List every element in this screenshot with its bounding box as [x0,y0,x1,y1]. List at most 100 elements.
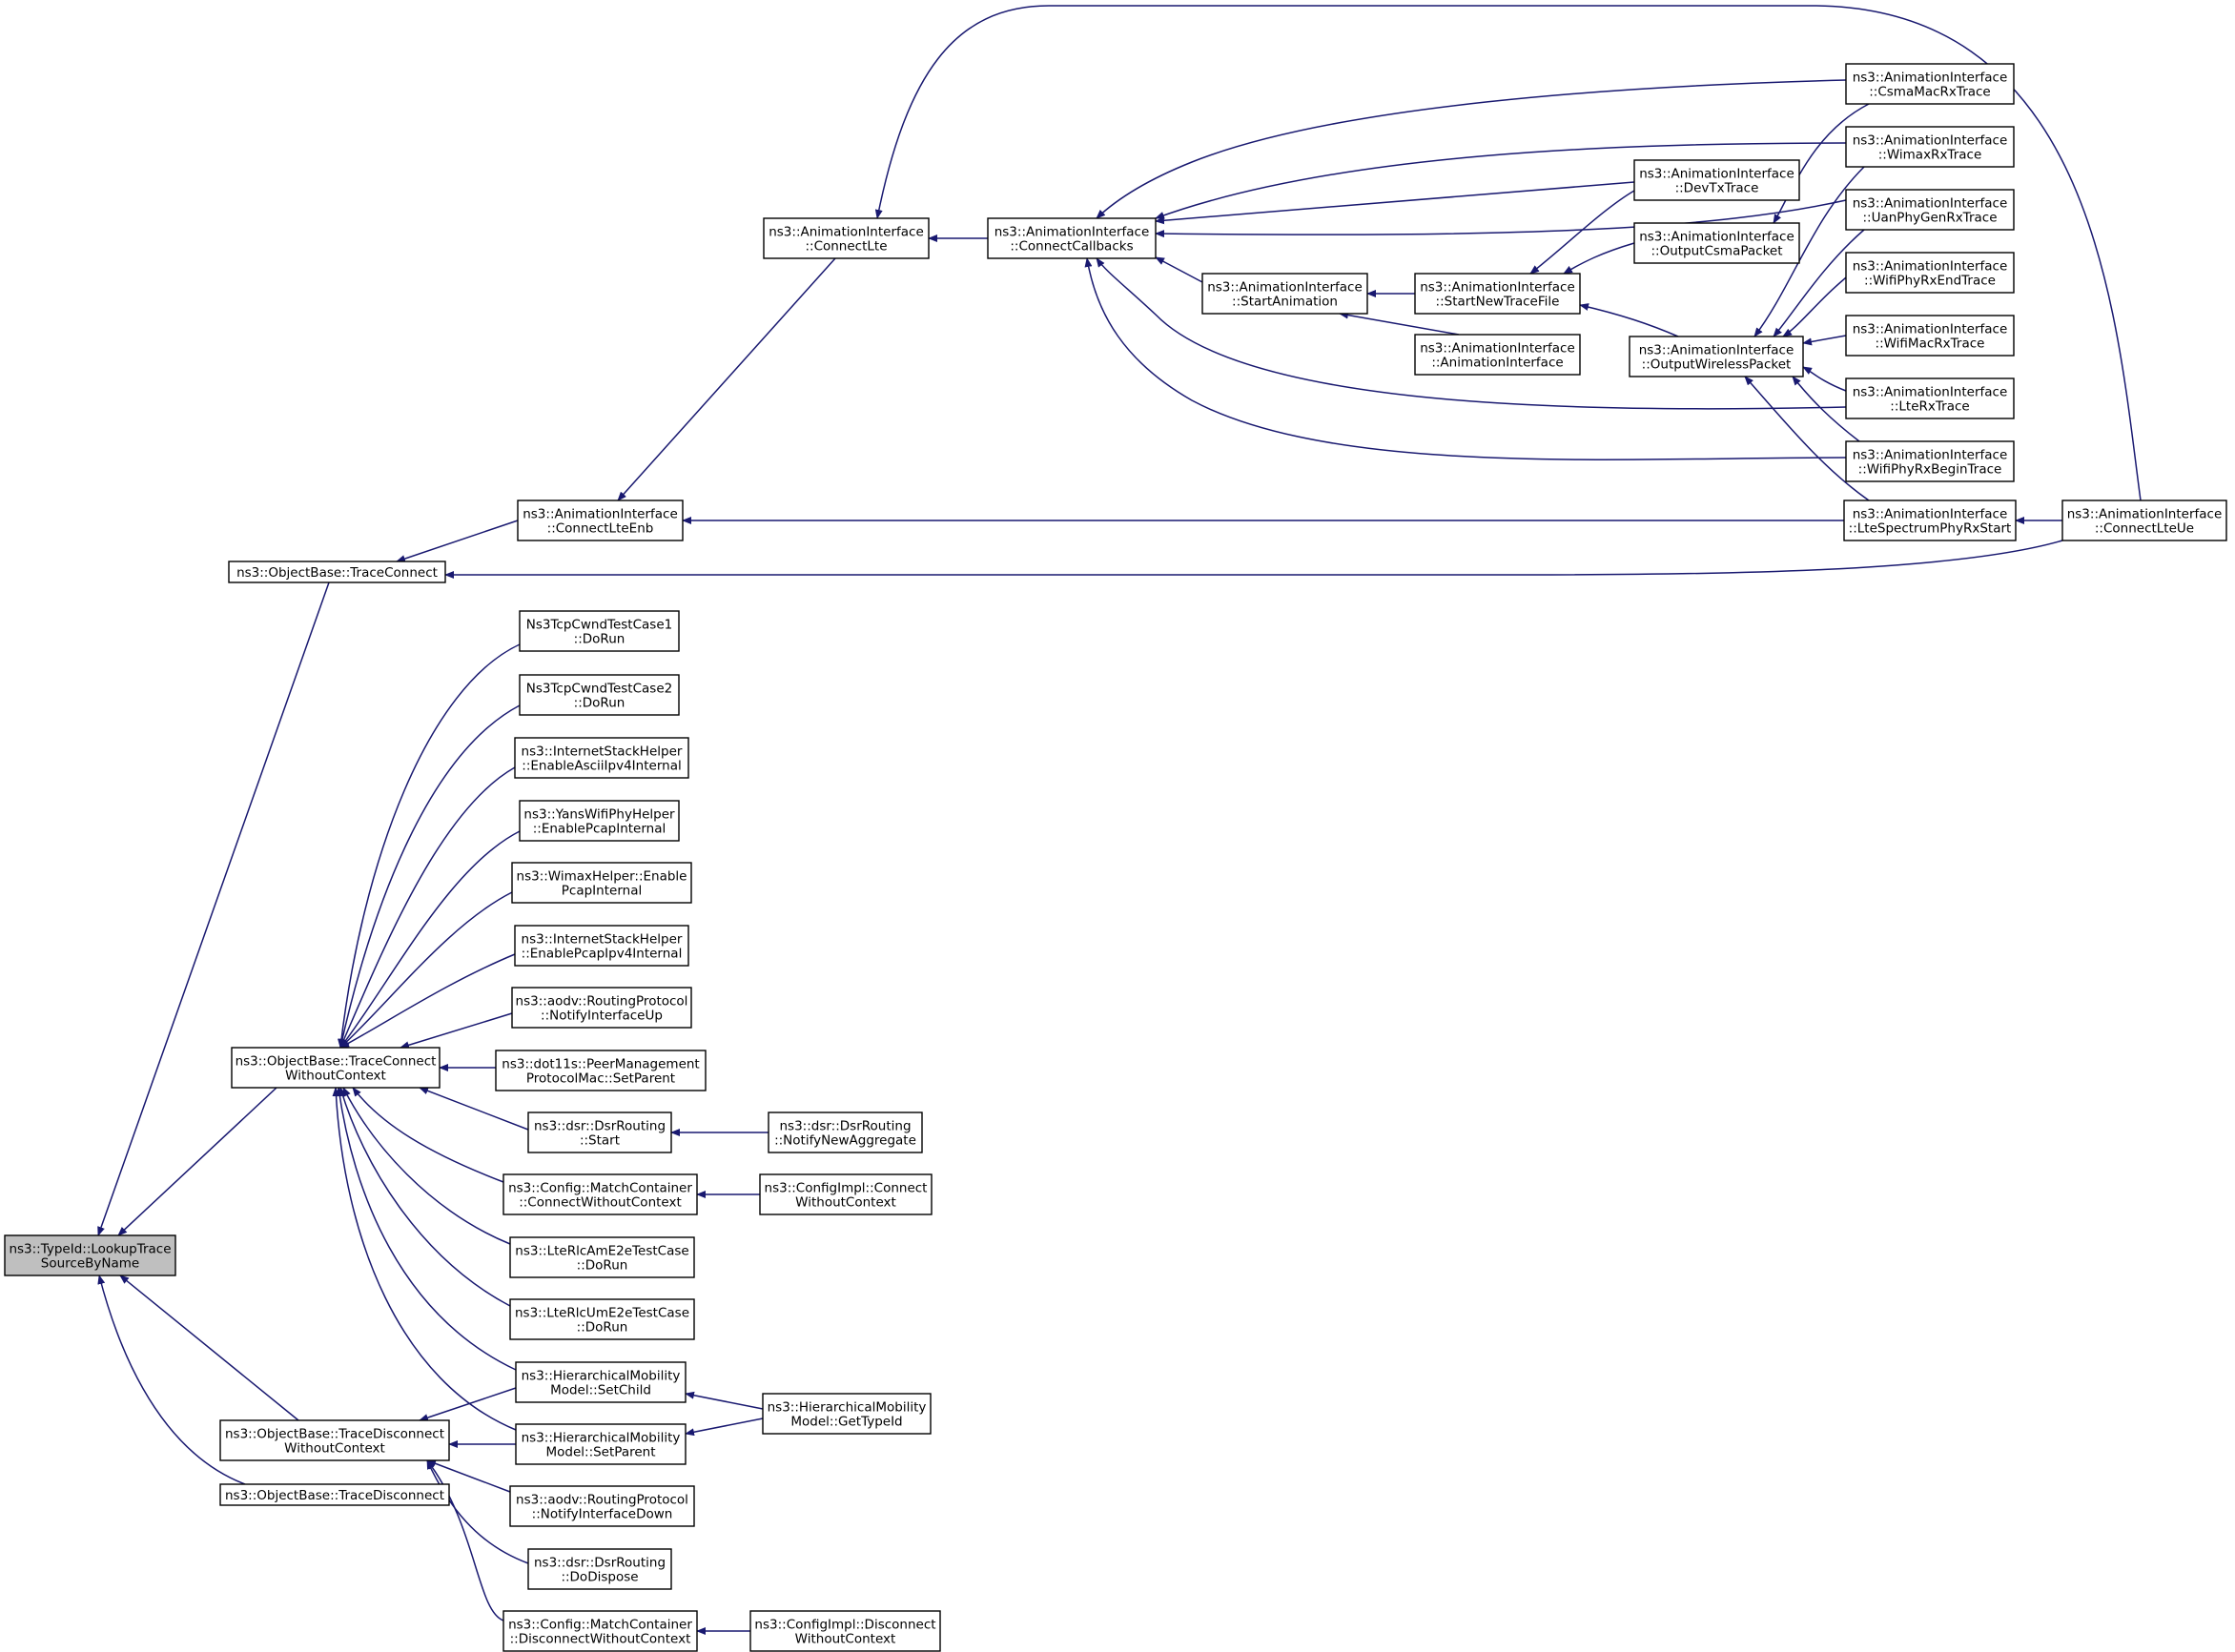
node-label-line: ns3::LteRlcUmE2eTestCase [515,1306,689,1321]
edge-aodvUp-to-traceConnectWC [400,1012,513,1050]
node-label-line: ns3::AnimationInterface [1853,71,2008,86]
node-box [768,1112,923,1153]
graph-node-lteRlcAm[interactable]: ns3::LteRlcAmE2eTestCase::DoRun [509,1236,695,1278]
node-box [515,1423,687,1465]
node-box [1845,377,2015,419]
node-label-line: ::DoRun [577,1258,628,1274]
edge-lteRx-to-outputWireless [1802,366,1847,392]
graph-node-dot11sSetParent[interactable]: ns3::dot11s::PeerManagementProtocolMac::… [495,1050,707,1091]
graph-node-startAnimation[interactable]: ns3::AnimationInterface::StartAnimation [1201,273,1368,315]
node-label-line: ns3::AnimationInterface [1853,196,2008,212]
node-box [1414,273,1581,315]
node-box [509,1298,695,1340]
node-label-line: ns3::InternetStackHelper [522,932,683,948]
node-label-line: ::WifiPhyRxEndTrace [1864,274,1996,289]
edge-yansPcap-to-traceConnectWC [339,830,521,1049]
node-label-line: ::ConnectWithoutContext [519,1195,682,1211]
graph-node-outputCsma[interactable]: ns3::AnimationInterface::OutputCsmaPacke… [1633,222,1800,264]
graph-node-dsrStart[interactable]: ns3::dsr::DsrRouting::Start [527,1112,672,1153]
node-label-line: WithoutContext [284,1441,385,1457]
node-label-line: ns3::HierarchicalMobility [522,1431,681,1446]
node-label-line: ns3::AnimationInterface [1639,167,1794,182]
graph-node-aodvUp[interactable]: ns3::aodv::RoutingProtocol::NotifyInterf… [511,987,692,1029]
graph-node-configImplConnectWC[interactable]: ns3::ConfigImpl::ConnectWithoutContext [759,1173,933,1215]
node-label-line: ns3::WimaxHelper::Enable [517,869,687,885]
graph-node-dsrNotifyNewAgg[interactable]: ns3::dsr::DsrRouting::NotifyNewAggregate [768,1112,923,1153]
graph-node-traceConnectWC[interactable]: ns3::ObjectBase::TraceConnectWithoutCont… [231,1047,441,1089]
edge-wimaxRx-to-connectCallbacks [1155,142,1847,219]
graph-node-wifiMacRx[interactable]: ns3::AnimationInterface::WifiMacRxTrace [1845,315,2015,357]
node-label-line: ::DoDispose [561,1570,638,1585]
node-label-line: ns3::AnimationInterface [2067,507,2223,522]
graph-node-traceConnect[interactable]: ns3::ObjectBase::TraceConnect [228,561,446,583]
node-label-line: ns3::Config::MatchContainer [508,1618,692,1633]
graph-node-connectLte[interactable]: ns3::AnimationInterface::ConnectLte [763,217,930,259]
graph-node-aodvDown[interactable]: ns3::aodv::RoutingProtocol::NotifyInterf… [509,1485,695,1527]
node-label-line: ::NotifyInterfaceUp [541,1009,663,1024]
node-box [231,1047,441,1089]
graph-node-wifiPhyRxBegin[interactable]: ns3::AnimationInterface::WifiPhyRxBeginT… [1845,440,2015,482]
node-label-line: Ns3TcpCwndTestCase1 [526,618,672,633]
graph-node-traceDisconnectWC[interactable]: ns3::ObjectBase::TraceDisconnectWithoutC… [219,1419,450,1461]
graph-node-tcpCwnd2[interactable]: Ns3TcpCwndTestCase2::DoRun [519,674,680,716]
graph-node-tcpCwnd1[interactable]: Ns3TcpCwndTestCase1::DoRun [519,610,680,652]
graph-node-outputWireless[interactable]: ns3::AnimationInterface::OutputWirelessP… [1629,336,1804,377]
graph-node-animCtor[interactable]: ns3::AnimationInterface::AnimationInterf… [1414,334,1581,376]
node-box [1414,334,1581,376]
node-box [4,1234,176,1276]
edge-enableAsciiIpv4-to-traceConnectWC [339,766,516,1049]
node-label-line: ns3::AnimationInterface [769,225,924,240]
node-box [1629,336,1804,377]
graph-node-wifiPhyRxEnd[interactable]: ns3::AnimationInterface::WifiPhyRxEndTra… [1845,252,2015,294]
node-label-line: WithoutContext [795,1195,896,1211]
graph-node-connectLteEnb[interactable]: ns3::AnimationInterface::ConnectLteEnb [517,500,684,541]
graph-node-hierGetTypeId[interactable]: ns3::HierarchicalMobilityModel::GetTypeI… [762,1393,932,1435]
node-label-line: ns3::ObjectBase::TraceDisconnect [225,1427,444,1442]
node-label-line: ns3::AnimationInterface [1853,259,2008,275]
graph-node-startNewTraceFile[interactable]: ns3::AnimationInterface::StartNewTraceFi… [1414,273,1581,315]
graph-node-wimaxRx[interactable]: ns3::AnimationInterface::WimaxRxTrace [1845,126,2015,168]
node-label-line: ::DevTxTrace [1675,181,1759,196]
graph-node-enablePcapIpv4[interactable]: ns3::InternetStackHelper::EnablePcapIpv4… [514,925,689,967]
graph-node-devTxTrace[interactable]: ns3::AnimationInterface::DevTxTrace [1633,159,1800,201]
graph-node-lteRx[interactable]: ns3::AnimationInterface::LteRxTrace [1845,377,2015,419]
node-label-line: ::CsmaMacRxTrace [1869,85,1991,100]
graph-node-enableAsciiIpv4[interactable]: ns3::InternetStackHelper::EnableAsciiIpv… [514,737,689,779]
graph-node-wimaxPcap[interactable]: ns3::WimaxHelper::EnablePcapInternal [511,862,692,904]
graph-node-uanPhyGenRx[interactable]: ns3::AnimationInterface::UanPhyGenRxTrac… [1845,189,2015,231]
node-box [1845,126,2015,168]
node-label-line: ns3::dot11s::PeerManagement [502,1057,699,1072]
node-label-line: WithoutContext [795,1632,896,1647]
node-label-line: ns3::LteRlcAmE2eTestCase [515,1244,688,1259]
node-box [1633,159,1800,201]
node-label-line: ::ConnectLteUe [2095,521,2194,537]
graph-node-yansPcap[interactable]: ns3::YansWifiPhyHelper::EnablePcapIntern… [519,800,680,842]
edge-outputCsma-to-startNewTraceFile [1563,242,1635,275]
node-box [762,1393,932,1435]
graph-node-hierSetParent[interactable]: ns3::HierarchicalMobilityModel::SetParen… [515,1423,687,1465]
edge-matchConnectWC-to-traceConnectWC [352,1087,504,1183]
graph-node-connectCallbacks[interactable]: ns3::AnimationInterface::ConnectCallback… [987,217,1157,259]
graph-node-lteRlcUm[interactable]: ns3::LteRlcUmE2eTestCase::DoRun [509,1298,695,1340]
node-label-line: ns3::aodv::RoutingProtocol [516,1493,688,1508]
graph-node-csmaMacRx[interactable]: ns3::AnimationInterface::CsmaMacRxTrace [1845,63,2015,105]
node-box [509,1485,695,1527]
graph-node-lteSpectrum[interactable]: ns3::AnimationInterface::LteSpectrumPhyR… [1843,500,2017,541]
graph-node-matchDisconnectWC[interactable]: ns3::Config::MatchContainer::DisconnectW… [502,1610,698,1652]
node-box [1201,273,1368,315]
graph-node-traceDisconnect[interactable]: ns3::ObjectBase::TraceDisconnect [219,1483,450,1506]
edge-lteSpectrum-to-outputWireless [1744,376,1870,501]
graph-node-matchConnectWC[interactable]: ns3::Config::MatchContainer::ConnectWith… [502,1173,698,1215]
node-box [527,1112,672,1153]
node-label-line: Ns3TcpCwndTestCase2 [526,682,672,697]
node-label-line: ::StartNewTraceFile [1436,295,1560,310]
graph-node-configImplDisconnectWC[interactable]: ns3::ConfigImpl::DisconnectWithoutContex… [749,1610,941,1652]
graph-node-connectLteUe[interactable]: ns3::AnimationInterface::ConnectLteUe [2061,500,2227,541]
node-label-line: ns3::AnimationInterface [1420,341,1575,357]
graph-node-dsrDispose[interactable]: ns3::dsr::DsrRouting::DoDispose [527,1548,672,1590]
edge-dsrDispose-to-traceDisconnectWC [426,1459,529,1564]
edge-connectLteEnb-to-traceConnect [396,520,519,562]
edge-enablePcapIpv4-to-traceConnectWC [339,953,516,1049]
